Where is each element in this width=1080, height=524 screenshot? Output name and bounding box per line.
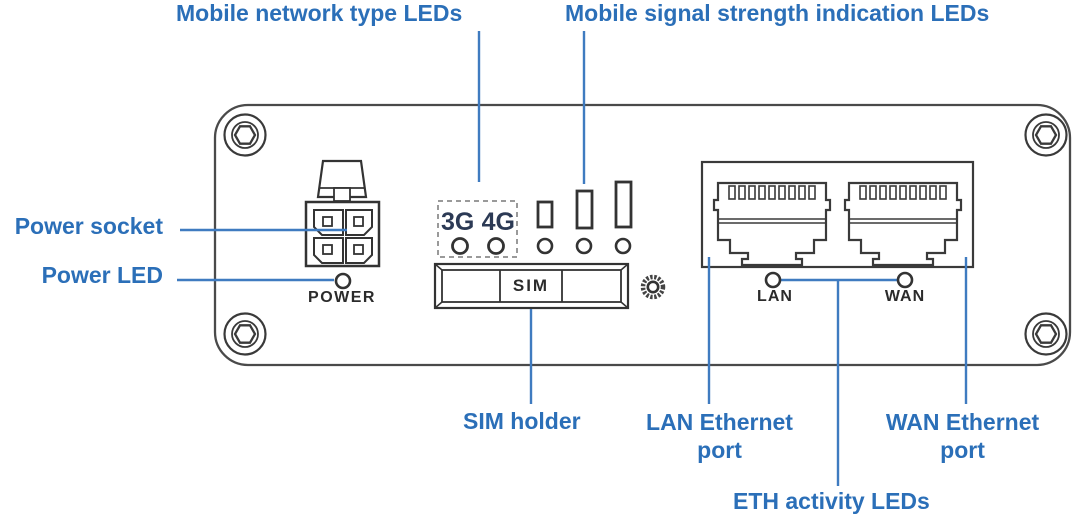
callout-leader-lines — [177, 31, 968, 486]
screw-icon-top-right — [1024, 113, 1068, 157]
screw-icon-top-left — [223, 113, 267, 157]
callout-eth-activity-leds: ETH activity LEDs — [733, 488, 930, 514]
wan-activity-led-drawing — [896, 271, 914, 289]
callout-wan-ethernet-port-line1: WAN Ethernet — [885, 409, 1040, 435]
marking-4g: 4G — [481, 208, 515, 236]
lan-rj45-jack — [712, 181, 832, 267]
lan-activity-led-drawing — [764, 271, 782, 289]
screw-icon-bottom-right — [1024, 312, 1068, 356]
callout-power-socket: Power socket — [14, 213, 163, 239]
callout-lan-ethernet-port-line1: LAN Ethernet — [646, 409, 793, 435]
network-type-markings: 3G 4G — [438, 208, 518, 237]
callout-lan-ethernet-port-line2: port — [697, 437, 742, 463]
sim-holder-drawing — [433, 262, 630, 310]
network-type-led-box — [437, 200, 518, 258]
callout-mobile-network-type-leds: Mobile network type LEDs — [176, 0, 463, 26]
wan-rj45-jack — [843, 181, 963, 267]
reset-button-drawing — [640, 274, 666, 300]
callout-wan-ethernet-port-line2: port — [940, 437, 985, 463]
sim-marking: SIM — [512, 276, 550, 295]
power-marking: POWER — [308, 289, 376, 306]
ethernet-ports-drawing — [700, 160, 975, 269]
callout-power-led: Power LED — [41, 262, 163, 288]
marking-3g: 3G — [441, 208, 475, 236]
lan-marking: LAN — [757, 288, 793, 305]
signal-strength-leds-drawing — [536, 180, 633, 255]
callout-mobile-signal-strength-leds: Mobile signal strength indication LEDs — [565, 0, 990, 26]
screw-icon-bottom-left — [223, 312, 267, 356]
callout-lan-ethernet-port: LAN Ethernet port — [633, 408, 806, 464]
wan-marking: WAN — [884, 288, 926, 305]
callout-wan-ethernet-port: WAN Ethernet port — [876, 408, 1049, 464]
callout-sim-holder: SIM holder — [463, 408, 581, 434]
power-led-drawing — [334, 272, 352, 290]
power-socket-drawing — [304, 159, 381, 268]
